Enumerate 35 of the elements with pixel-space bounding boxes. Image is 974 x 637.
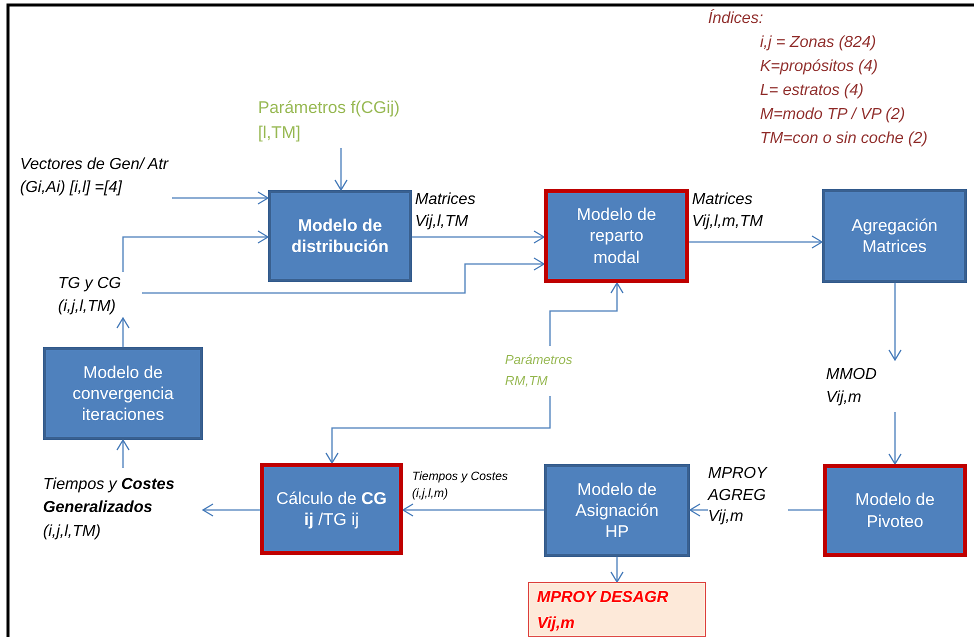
arrow (888, 412, 902, 465)
arrow (610, 557, 624, 583)
arrow (172, 191, 269, 205)
arrow (549, 282, 624, 346)
process-box: Modelo de Pivoteo (823, 464, 967, 557)
process-box: Modelo de reparto modal (544, 189, 689, 283)
process-box: Modelo de convergencia iteraciones (43, 347, 203, 440)
arrow (888, 283, 902, 361)
output-text: Tiempos y Costes Generalizados (i,j,l,TM) (43, 475, 176, 542)
arrow (334, 148, 348, 191)
process-box: Cálculo de CG ij /TG ij (260, 463, 403, 555)
arrow (412, 230, 545, 244)
process-box: Modelo de distribución (268, 190, 412, 282)
index-definition: L= estratos (4) (760, 82, 864, 100)
index-heading: Índices: (708, 10, 764, 28)
index-definition: TM=con o sin coche (2) (760, 130, 928, 148)
index-definition: M=modo TP / VP (2) (760, 106, 906, 124)
arrow (689, 235, 823, 249)
arrow (122, 230, 269, 272)
index-definition: K=propósitos (4) (760, 58, 878, 76)
process-box: Modelo de Asignación HP (544, 464, 690, 557)
arrow (116, 439, 130, 468)
index-definition: i,j = Zonas (824) (760, 34, 876, 52)
arrow (402, 503, 544, 517)
output-box: MPROY DESAGR Vij,m (528, 582, 706, 637)
parameter-text: Parámetros f(CGij) [l,TM] (258, 97, 401, 144)
arrow (142, 257, 545, 294)
parameter-text: Parámetros RM,TM (505, 351, 574, 390)
data-text: MMOD Vij,m (826, 364, 878, 408)
arrow (325, 396, 551, 464)
arrow (116, 317, 130, 347)
arrow (202, 503, 260, 517)
data-text: TG y CG (i,j,l,TM) (58, 274, 122, 317)
process-box: Agregación Matrices (822, 189, 967, 283)
input-text: Vectores de Gen/ Atr (Gi,Ai) [i,l] =[4] (20, 154, 170, 198)
